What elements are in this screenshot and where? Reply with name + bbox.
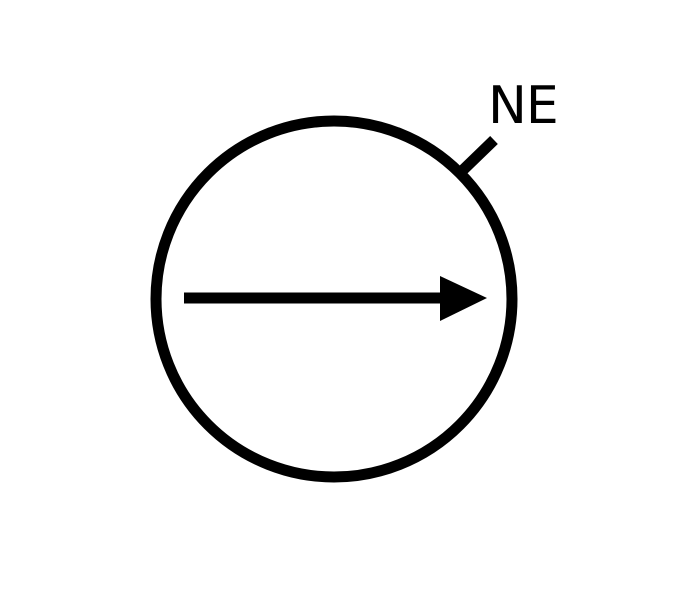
arrow-head-icon: [440, 276, 487, 321]
outer-circle: [150, 115, 518, 483]
direction-tick: [459, 136, 498, 174]
direction-label: NE: [488, 76, 559, 136]
